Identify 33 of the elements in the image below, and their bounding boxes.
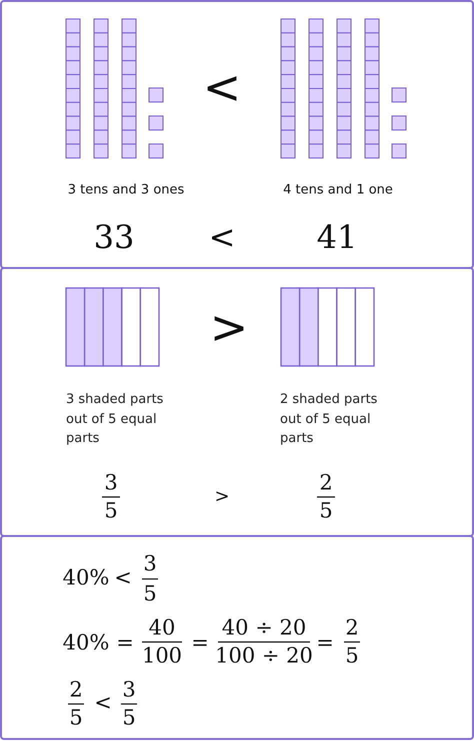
comparison-symbol: < [202, 64, 242, 110]
description-text: 4 tens and 1 one [283, 184, 393, 196]
comparison-symbol: < [208, 221, 236, 253]
fraction-numerator: 3 [143, 554, 157, 574]
fraction-denominator: 100 ÷ 20 [215, 646, 313, 666]
percentage: 40% [62, 632, 110, 654]
number: 33 [94, 221, 134, 253]
comparison-symbol: < [114, 568, 132, 588]
fraction-denominator: 5 [69, 708, 83, 728]
fraction-denominator: 100 [142, 646, 182, 666]
equals-sign: = [316, 632, 334, 654]
equals-sign: = [116, 632, 134, 654]
description-text: 2 shaded parts out of 5 equal parts [280, 391, 378, 448]
description-text: 3 shaded parts out of 5 equal parts [66, 391, 164, 448]
comparison-symbol: > [210, 304, 248, 350]
fraction-denominator: 5 [104, 500, 118, 522]
fraction-numerator: 3 [122, 680, 136, 700]
comparison-symbol: > [214, 488, 230, 506]
fraction-denominator: 5 [345, 646, 359, 666]
fraction-numerator: 40 ÷ 20 [222, 618, 306, 638]
fraction-denominator: 5 [122, 708, 136, 728]
equals-sign: = [191, 632, 209, 654]
fraction-numerator: 3 [104, 472, 118, 494]
fraction-denominator: 5 [319, 500, 333, 522]
fraction-numerator: 40 [148, 618, 176, 638]
fraction-denominator: 5 [143, 584, 157, 604]
comparison-symbol: < [94, 692, 112, 714]
number: 41 [316, 221, 358, 253]
fraction-numerator: 2 [319, 472, 333, 494]
description-text: 3 tens and 3 ones [68, 184, 184, 196]
fraction-numerator: 2 [345, 618, 359, 638]
fraction-numerator: 2 [69, 680, 83, 700]
percentage: 40% [62, 568, 110, 588]
